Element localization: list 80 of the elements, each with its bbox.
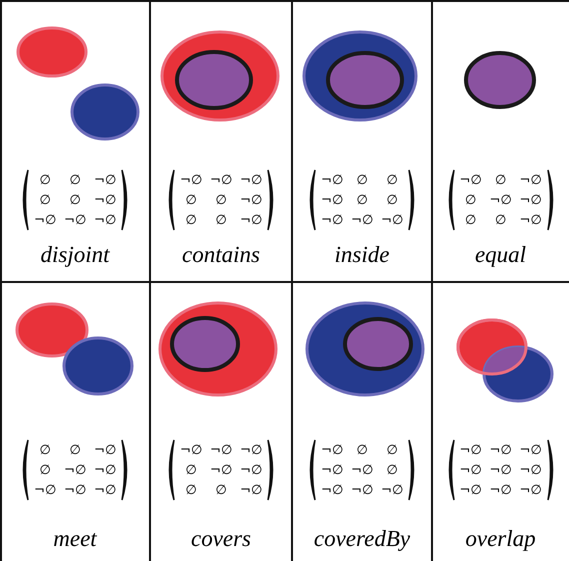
relation-name: coveredBy <box>314 526 410 552</box>
matrix-entry: ¬∅ <box>321 462 343 478</box>
matrix-entry: ∅ <box>40 172 50 188</box>
matrix-entry: ¬∅ <box>381 212 403 228</box>
matrix-entry: ∅ <box>216 192 226 208</box>
matrix-entry: ¬∅ <box>94 192 116 208</box>
matrix-entry: ¬∅ <box>520 442 542 458</box>
matrix-entry: ∅ <box>216 212 226 228</box>
matrix-entry: ¬∅ <box>460 172 482 188</box>
matrix-entry: ¬∅ <box>210 442 232 458</box>
matrix-entry: ∅ <box>386 462 398 478</box>
matrix-entry: ∅ <box>186 482 196 498</box>
matrix-entry: ∅ <box>465 212 476 228</box>
matrix-entry: ¬∅ <box>180 172 202 188</box>
matrix-entry: ∅ <box>495 172 506 188</box>
matrix-entry: ∅ <box>495 212 506 228</box>
relation-name: equal <box>474 242 526 268</box>
matrix-entry: ¬∅ <box>520 482 542 498</box>
matrix-entry: ¬∅ <box>520 172 542 188</box>
matrix-entry: ∅ <box>356 172 368 188</box>
matrix-entry: ∅ <box>386 172 398 188</box>
relation-name: contains <box>182 242 260 268</box>
matrix-entry: ¬∅ <box>240 462 262 478</box>
matrix-entry: ∅ <box>70 192 80 208</box>
matrix-entry: ¬∅ <box>490 442 512 458</box>
matrix-entry: ¬∅ <box>210 172 232 188</box>
matrix-entry: ∅ <box>465 192 476 208</box>
relation-name: overlap <box>465 526 536 552</box>
matrix-entry: ¬∅ <box>94 212 116 228</box>
matrix-entry: ¬∅ <box>520 212 542 228</box>
matrix-entry: ¬∅ <box>94 462 116 478</box>
matrix-entry: ∅ <box>186 192 196 208</box>
matrix-entry: ¬∅ <box>460 442 482 458</box>
matrix-entry: ¬∅ <box>94 482 116 498</box>
matrix-entry: ¬∅ <box>210 462 232 478</box>
matrix-entry: ¬∅ <box>240 212 262 228</box>
relation-name: disjoint <box>40 242 110 268</box>
matrix-entry: ∅ <box>40 192 50 208</box>
matrix-entry: ¬∅ <box>321 442 343 458</box>
matrix-entry: ∅ <box>216 482 226 498</box>
matrix-entry: ¬∅ <box>240 172 262 188</box>
matrix-entry: ¬∅ <box>460 462 482 478</box>
matrix-entry: ∅ <box>356 192 368 208</box>
matrix-entry: ¬∅ <box>490 482 512 498</box>
matrix-entry: ¬∅ <box>321 192 343 208</box>
matrix-entry: ∅ <box>70 172 80 188</box>
matrix-entry: ¬∅ <box>520 462 542 478</box>
matrix-entry: ∅ <box>356 442 368 458</box>
matrix-entry: ¬∅ <box>520 192 542 208</box>
matrix-entry: ¬∅ <box>34 212 56 228</box>
matrix-entry: ¬∅ <box>351 212 373 228</box>
matrix-entry: ¬∅ <box>460 482 482 498</box>
matrix-entry: ¬∅ <box>490 192 512 208</box>
matrix-entry: ∅ <box>186 462 196 478</box>
matrix-entry: ¬∅ <box>351 462 373 478</box>
matrix-entry: ¬∅ <box>64 462 86 478</box>
matrix-entry: ¬∅ <box>321 482 343 498</box>
matrix-entry: ∅ <box>186 212 196 228</box>
matrix-entry: ¬∅ <box>240 192 262 208</box>
matrix-entry: ∅ <box>386 442 398 458</box>
matrix-entry: ¬∅ <box>34 482 56 498</box>
matrix-entry: ¬∅ <box>321 172 343 188</box>
matrix-entry: ¬∅ <box>381 482 403 498</box>
matrix-entry: ¬∅ <box>240 482 262 498</box>
matrix-entry: ¬∅ <box>351 482 373 498</box>
matrix-entry: ¬∅ <box>94 442 116 458</box>
relation-name: covers <box>190 526 252 552</box>
matrix-entry: ¬∅ <box>94 172 116 188</box>
matrix-entry: ¬∅ <box>180 442 202 458</box>
relation-name: inside <box>334 242 390 268</box>
matrix-entry: ∅ <box>386 192 398 208</box>
matrix-entry: ¬∅ <box>64 482 86 498</box>
matrix-entry: ¬∅ <box>321 212 343 228</box>
matrix-entry: ∅ <box>40 442 50 458</box>
matrix-entry: ¬∅ <box>64 212 86 228</box>
matrix-entry: ∅ <box>40 462 50 478</box>
matrix-entry: ¬∅ <box>490 462 512 478</box>
matrix-entry: ¬∅ <box>240 442 262 458</box>
matrix-entry: ∅ <box>70 442 80 458</box>
relation-name: meet <box>53 526 97 552</box>
